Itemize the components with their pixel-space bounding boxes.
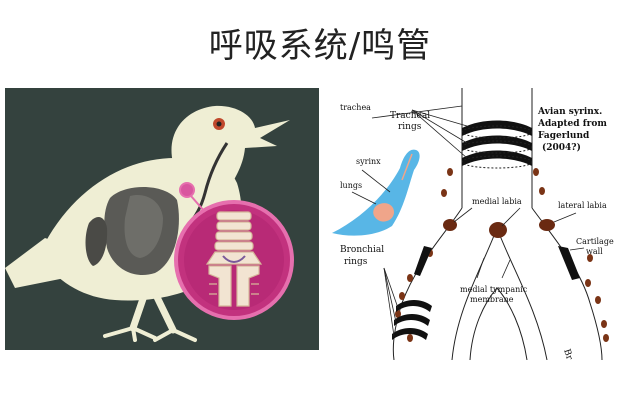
label-lateral-labia: lateral labia [558,201,607,210]
trachea-outline [461,88,533,208]
syrinx-diagram-panel: trachea Tracheal rings syrinx lungs Bron… [332,88,632,393]
label-bronchial-rings-1: Bronchial [340,245,384,255]
label-syrinx: syrinx [356,157,381,166]
caption-line-4: (2004?) [542,142,581,153]
cartilage-wall-right [558,246,580,280]
caption-line-2: Adapted from [537,119,607,129]
magnifier-origin [179,182,195,198]
label-medial-labia: medial labia [472,197,522,206]
label-medial-tympanic-1: medial tympanic [460,285,528,294]
tracheal-rings [461,120,533,169]
medial-labia-center [489,222,507,238]
cartilage-wall-left [414,246,432,276]
label-tracheal-rings-1: Tracheal [390,111,430,121]
label-cartilage-wall-1: Cartilage [576,237,614,246]
bronchial-rings [392,300,432,340]
label-lungs: lungs [340,181,362,190]
bird-legs [129,289,177,334]
label-tracheal-rings-2: rings [398,122,422,132]
bird-illustration [5,105,294,342]
bird-head [171,105,290,193]
caption-line-1: Avian syrinx. [537,107,602,117]
pointer-lines [371,105,585,337]
slide-title: 呼吸系统/鸣管 [208,26,432,66]
label-cartilage-wall-2: wall [586,247,603,256]
inset-bird [332,149,420,236]
bird-illustration-panel [5,88,319,350]
lateral-labia [539,219,555,231]
label-trachea: trachea [340,103,371,112]
caption-line-3: Fagerlund [538,131,590,141]
magnified-syrinx [205,211,263,307]
medial-membrane [451,226,548,361]
label-medial-tympanic-2: membrane [470,295,514,304]
right-bronchus-outline [531,207,603,361]
label-bronchial-rings-2: rings [344,257,368,267]
label-bronchus: Bronchus [561,348,584,360]
medial-labia-left [443,219,457,231]
syrinx-diagram: trachea Tracheal rings syrinx lungs Bron… [332,88,614,393]
